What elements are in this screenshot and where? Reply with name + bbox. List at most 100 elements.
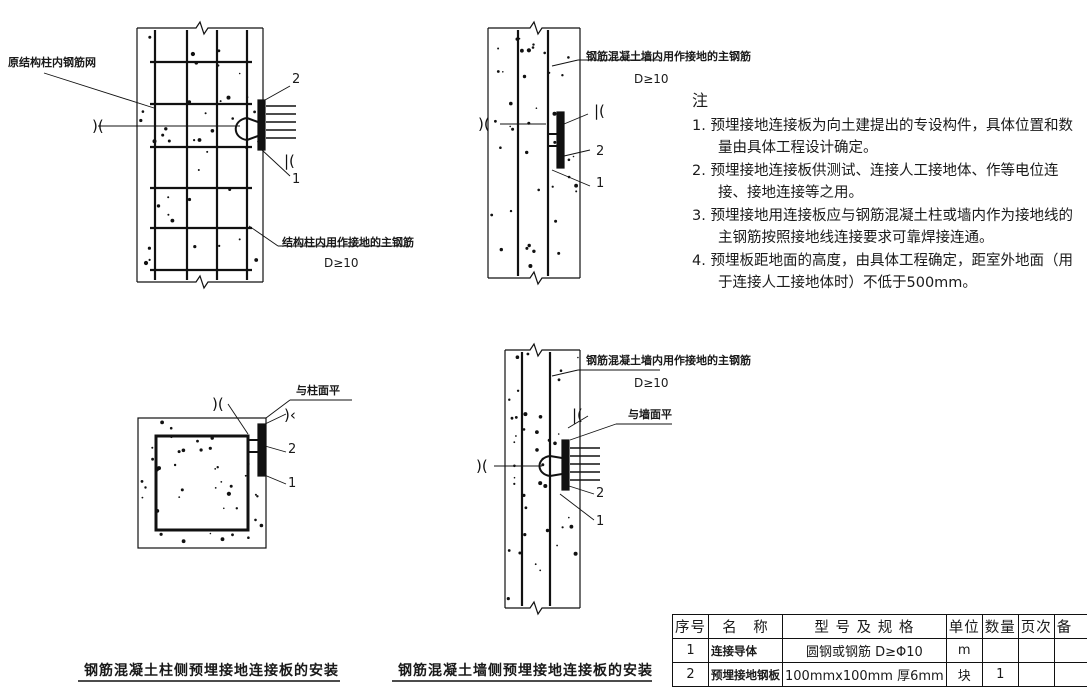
aggregate-mark [210,129,215,133]
aggregate-mark [217,64,220,67]
aggregate-mark [527,121,531,125]
aggregate-mark [190,51,195,57]
aggregate-mark [556,544,558,547]
aggregate-mark [254,258,259,262]
note-item: 3. 预埋接地用连接板应与钢筋混凝土柱或墙内作为接地线的主钢筋按照接地线连接要求… [692,207,1073,247]
aggregate-mark [247,462,250,466]
aggregate-mark [210,436,214,440]
wall-elevation-top [487,20,660,286]
aggregate-mark [568,516,570,519]
aggregate-mark [518,37,521,40]
aggregate-mark [219,100,222,103]
table-header-cell: 型 号 及 规 格 [782,614,947,639]
aggregate-mark [496,70,500,73]
aggregate-mark [557,378,561,382]
aggregate-mark [187,197,192,202]
aggregate-mark [552,111,557,116]
bill-of-materials-table: 序号 名 称 型 号 及 规 格 单位 数量 页次 备 注 1 连接导体 圆钢或… [672,614,1087,687]
table-cell: 预埋接地钢板 [708,662,783,687]
table-cell [1053,638,1087,663]
table-cell: m [945,638,983,663]
aggregate-mark [180,488,184,492]
table-header-cell: 数量 [981,614,1019,639]
aggregate-mark [181,448,186,453]
label-num-1: 1 [596,176,605,191]
aggregate-mark [526,48,532,53]
aggregate-mark [516,389,520,392]
table-cell [981,638,1019,663]
aggregate-mark [259,523,264,528]
label-flush-wall: 与墙面平 [628,408,672,421]
column-elevation [43,20,410,290]
aggregate-mark [513,464,516,468]
aggregate-mark [535,448,539,452]
aggregate-mark [223,507,225,510]
label-num-2: 2 [596,486,605,501]
aggregate-mark [228,188,232,191]
table-header-cell: 页次 [1017,614,1055,639]
note-item: 1. 预埋接地连接板为向土建提出的专设构件，具体位置和数量由具体工程设计确定。 [692,117,1073,157]
aggregate-mark [539,569,542,572]
table-row: 2 预埋接地钢板 100mmx100mm 厚6mm 块 1 [672,662,1087,687]
aggregate-mark [513,476,516,479]
aggregate-mark [140,480,144,483]
table-cell: 1 [672,638,709,663]
aggregate-mark [525,246,529,250]
table-cell: 圆钢或钢筋 D≥Φ10 [782,638,947,663]
aggregate-mark [538,481,543,486]
aggregate-mark [220,537,225,542]
aggregate-mark [535,430,539,434]
label-wall2-bar-d: D≥10 [634,376,669,390]
aggregate-mark [141,496,144,499]
aggregate-mark [510,416,514,420]
aggregate-mark [574,183,578,188]
aggregate-mark [561,74,564,77]
table-header-cell: 备 注 [1053,614,1087,639]
aggregate-mark [541,463,545,467]
aggregate-mark [557,251,561,255]
aggregate-mark [253,110,256,114]
aggregate-mark [514,416,518,419]
aggregate-mark [173,463,177,467]
label-num-2: 2 [596,144,605,159]
aggregate-mark [206,150,209,153]
aggregate-mark [246,96,249,98]
aggregate-mark [573,551,578,556]
aggregate-mark [522,428,526,431]
table-cell: 2 [672,662,709,687]
aggregate-mark [554,219,558,223]
table-cell: 块 [945,662,983,687]
aggregate-mark [523,533,527,537]
aggregate-mark [567,158,571,162]
aggregate-mark [197,138,202,142]
aggregate-mark [541,457,544,460]
aggregate-mark [155,509,160,513]
table-header-cell: 序号 [672,614,709,639]
aggregate-mark [143,260,149,266]
aggregate-mark [159,532,163,536]
aggregate-mark [148,258,151,261]
label-wall1-bar: 钢筋混凝土墙内用作接地的主钢筋 [586,50,751,63]
aggregate-mark [193,139,196,142]
aggregate-mark [197,169,200,171]
aggregate-mark [523,412,528,417]
aggregate-mark [199,448,203,452]
aggregate-mark [220,481,223,483]
aggregate-mark [157,466,161,471]
aggregate-mark [551,185,554,188]
aggregate-mark [177,450,181,454]
aggregate-mark [151,446,154,449]
aggregate-mark [229,484,233,488]
aggregate-mark [567,56,570,59]
aggregate-mark [214,468,217,470]
label-num-1: 1 [288,476,297,491]
caption-wall: 钢筋混凝土墙侧预埋接地连接板的安装 [398,663,653,679]
aggregate-mark [557,433,560,435]
table-header-row: 序号 名 称 型 号 及 规 格 单位 数量 页次 备 注 [672,614,1087,639]
aggregate-mark [513,482,516,485]
label-wall1-bar-d: D≥10 [634,72,669,86]
aggregate-mark [141,110,145,113]
aggregate-mark [506,597,510,601]
aggregate-mark [507,549,511,552]
